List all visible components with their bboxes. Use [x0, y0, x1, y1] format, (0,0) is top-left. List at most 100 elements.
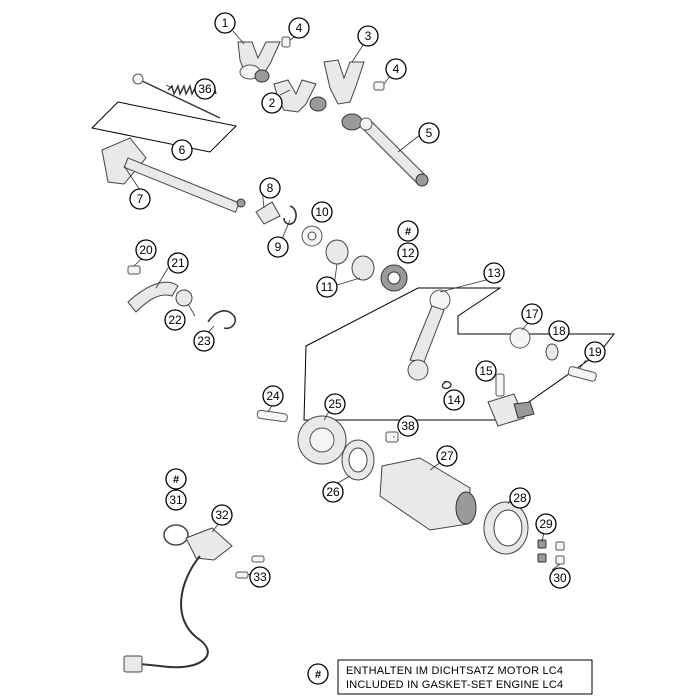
callout-c9: 9	[267, 236, 289, 258]
callout-circle	[165, 468, 187, 490]
callout-number: 7	[137, 192, 144, 206]
callout-circle	[288, 17, 310, 39]
callout-number: 11	[321, 280, 334, 294]
callout-number: 33	[253, 570, 267, 584]
callout-circle	[357, 25, 379, 47]
callout-c26: 26	[322, 481, 344, 503]
shift-rail-5	[361, 119, 427, 185]
callout-c11: 11	[316, 276, 338, 298]
nut-38	[385, 431, 399, 443]
callout-circle	[316, 276, 338, 298]
callout-c30: 30	[549, 567, 571, 589]
callout-number: 24	[266, 389, 280, 403]
callout-number: 21	[171, 256, 185, 270]
callout-c31: 31	[165, 489, 187, 511]
callout-c3: 3	[357, 25, 379, 47]
callout-c12: 12	[397, 242, 419, 264]
callout-number: 28	[513, 491, 527, 505]
callout-c36: 36	[194, 78, 216, 100]
callout-number: 22	[168, 313, 182, 327]
callout-circle	[167, 252, 189, 274]
needle-bearing-11	[325, 239, 375, 281]
callout-circle	[584, 341, 606, 363]
callout-number: 26	[326, 485, 340, 499]
callout-c8: 8	[259, 177, 281, 199]
gear-sensor-32	[123, 527, 233, 673]
callout-number: 15	[479, 364, 493, 378]
callout-circle	[214, 12, 236, 34]
callout-number: 2	[269, 96, 276, 110]
callout-c1: 1	[214, 12, 236, 34]
bolt-24	[256, 409, 288, 423]
callout-c24: 24	[262, 385, 284, 407]
circlip-9	[283, 205, 297, 225]
callout-c28: 28	[509, 487, 531, 509]
callout-circle	[385, 58, 407, 80]
callout-circle	[259, 177, 281, 199]
callout-c38: 38	[397, 415, 419, 437]
callout-c5: 5	[418, 122, 440, 144]
callout-c13: 13	[483, 262, 505, 284]
washer-8	[255, 201, 281, 225]
callout-number: 20	[139, 243, 153, 257]
callout-c6: 6	[171, 139, 193, 161]
pin-15	[495, 373, 505, 397]
legend: # ENTHALTEN IM DICHTSATZ MOTOR LC4 INCLU…	[307, 659, 593, 695]
callout-circle	[322, 481, 344, 503]
callout-number: 36	[198, 82, 212, 96]
callout-number: 4	[296, 21, 303, 35]
screws-33	[235, 555, 265, 579]
callout-circle	[194, 78, 216, 100]
o-ring-31	[163, 524, 189, 546]
bearing-26	[341, 439, 375, 481]
callout-number: 1	[222, 16, 229, 30]
shift-shaft-group-box	[90, 101, 238, 153]
callout-number: 12	[401, 246, 415, 260]
callout-number: 6	[179, 143, 186, 157]
callout-circle	[521, 303, 543, 325]
callout-c33: 33	[249, 566, 271, 588]
bolt-19	[567, 366, 597, 382]
legend-line-english: INCLUDED IN GASKET-SET ENGINE LC4	[346, 679, 563, 691]
callout-c14: 14	[443, 389, 465, 411]
callout-circle	[267, 236, 289, 258]
callout-c18: 18	[548, 320, 570, 342]
callout-circle	[262, 385, 284, 407]
callout-circle	[211, 504, 233, 526]
callout-number: 32	[215, 508, 229, 522]
callout-circle	[193, 330, 215, 352]
callout-labels: 1234456789101112#13141517181920212223242…	[129, 12, 606, 589]
callout-circle	[548, 320, 570, 342]
callout-circle	[418, 122, 440, 144]
legend-hash-circle	[307, 663, 329, 685]
callout-circle	[324, 393, 346, 415]
callout-c17: 17	[521, 303, 543, 325]
locking-lever-group-box	[303, 287, 616, 421]
callout-c27: 27	[436, 445, 458, 467]
callout-number: #	[173, 474, 179, 486]
callout-c22: 22	[164, 309, 186, 331]
spring-23	[207, 310, 237, 330]
callout-number: 18	[552, 324, 566, 338]
callout-number: 17	[525, 307, 539, 321]
leader-lines	[123, 30, 587, 576]
callout-c4a: 4	[288, 17, 310, 39]
callout-c2: 2	[261, 92, 283, 114]
callout-circle	[171, 139, 193, 161]
callout-c25: 25	[324, 393, 346, 415]
shift-drum-27	[379, 457, 477, 531]
callout-number: 4	[393, 62, 400, 76]
callout-number: 14	[447, 393, 461, 407]
callout-c32: 32	[211, 504, 233, 526]
callout-c29: 29	[535, 513, 557, 535]
washer-17	[509, 327, 531, 349]
callout-number: 13	[487, 266, 501, 280]
callout-circle	[397, 415, 419, 437]
callout-c23: 23	[193, 330, 215, 352]
bearing-28	[483, 501, 529, 555]
legend-symbol: #	[315, 669, 321, 681]
callout-number: 27	[440, 449, 454, 463]
callout-circle	[535, 513, 557, 535]
callout-circle	[443, 389, 465, 411]
